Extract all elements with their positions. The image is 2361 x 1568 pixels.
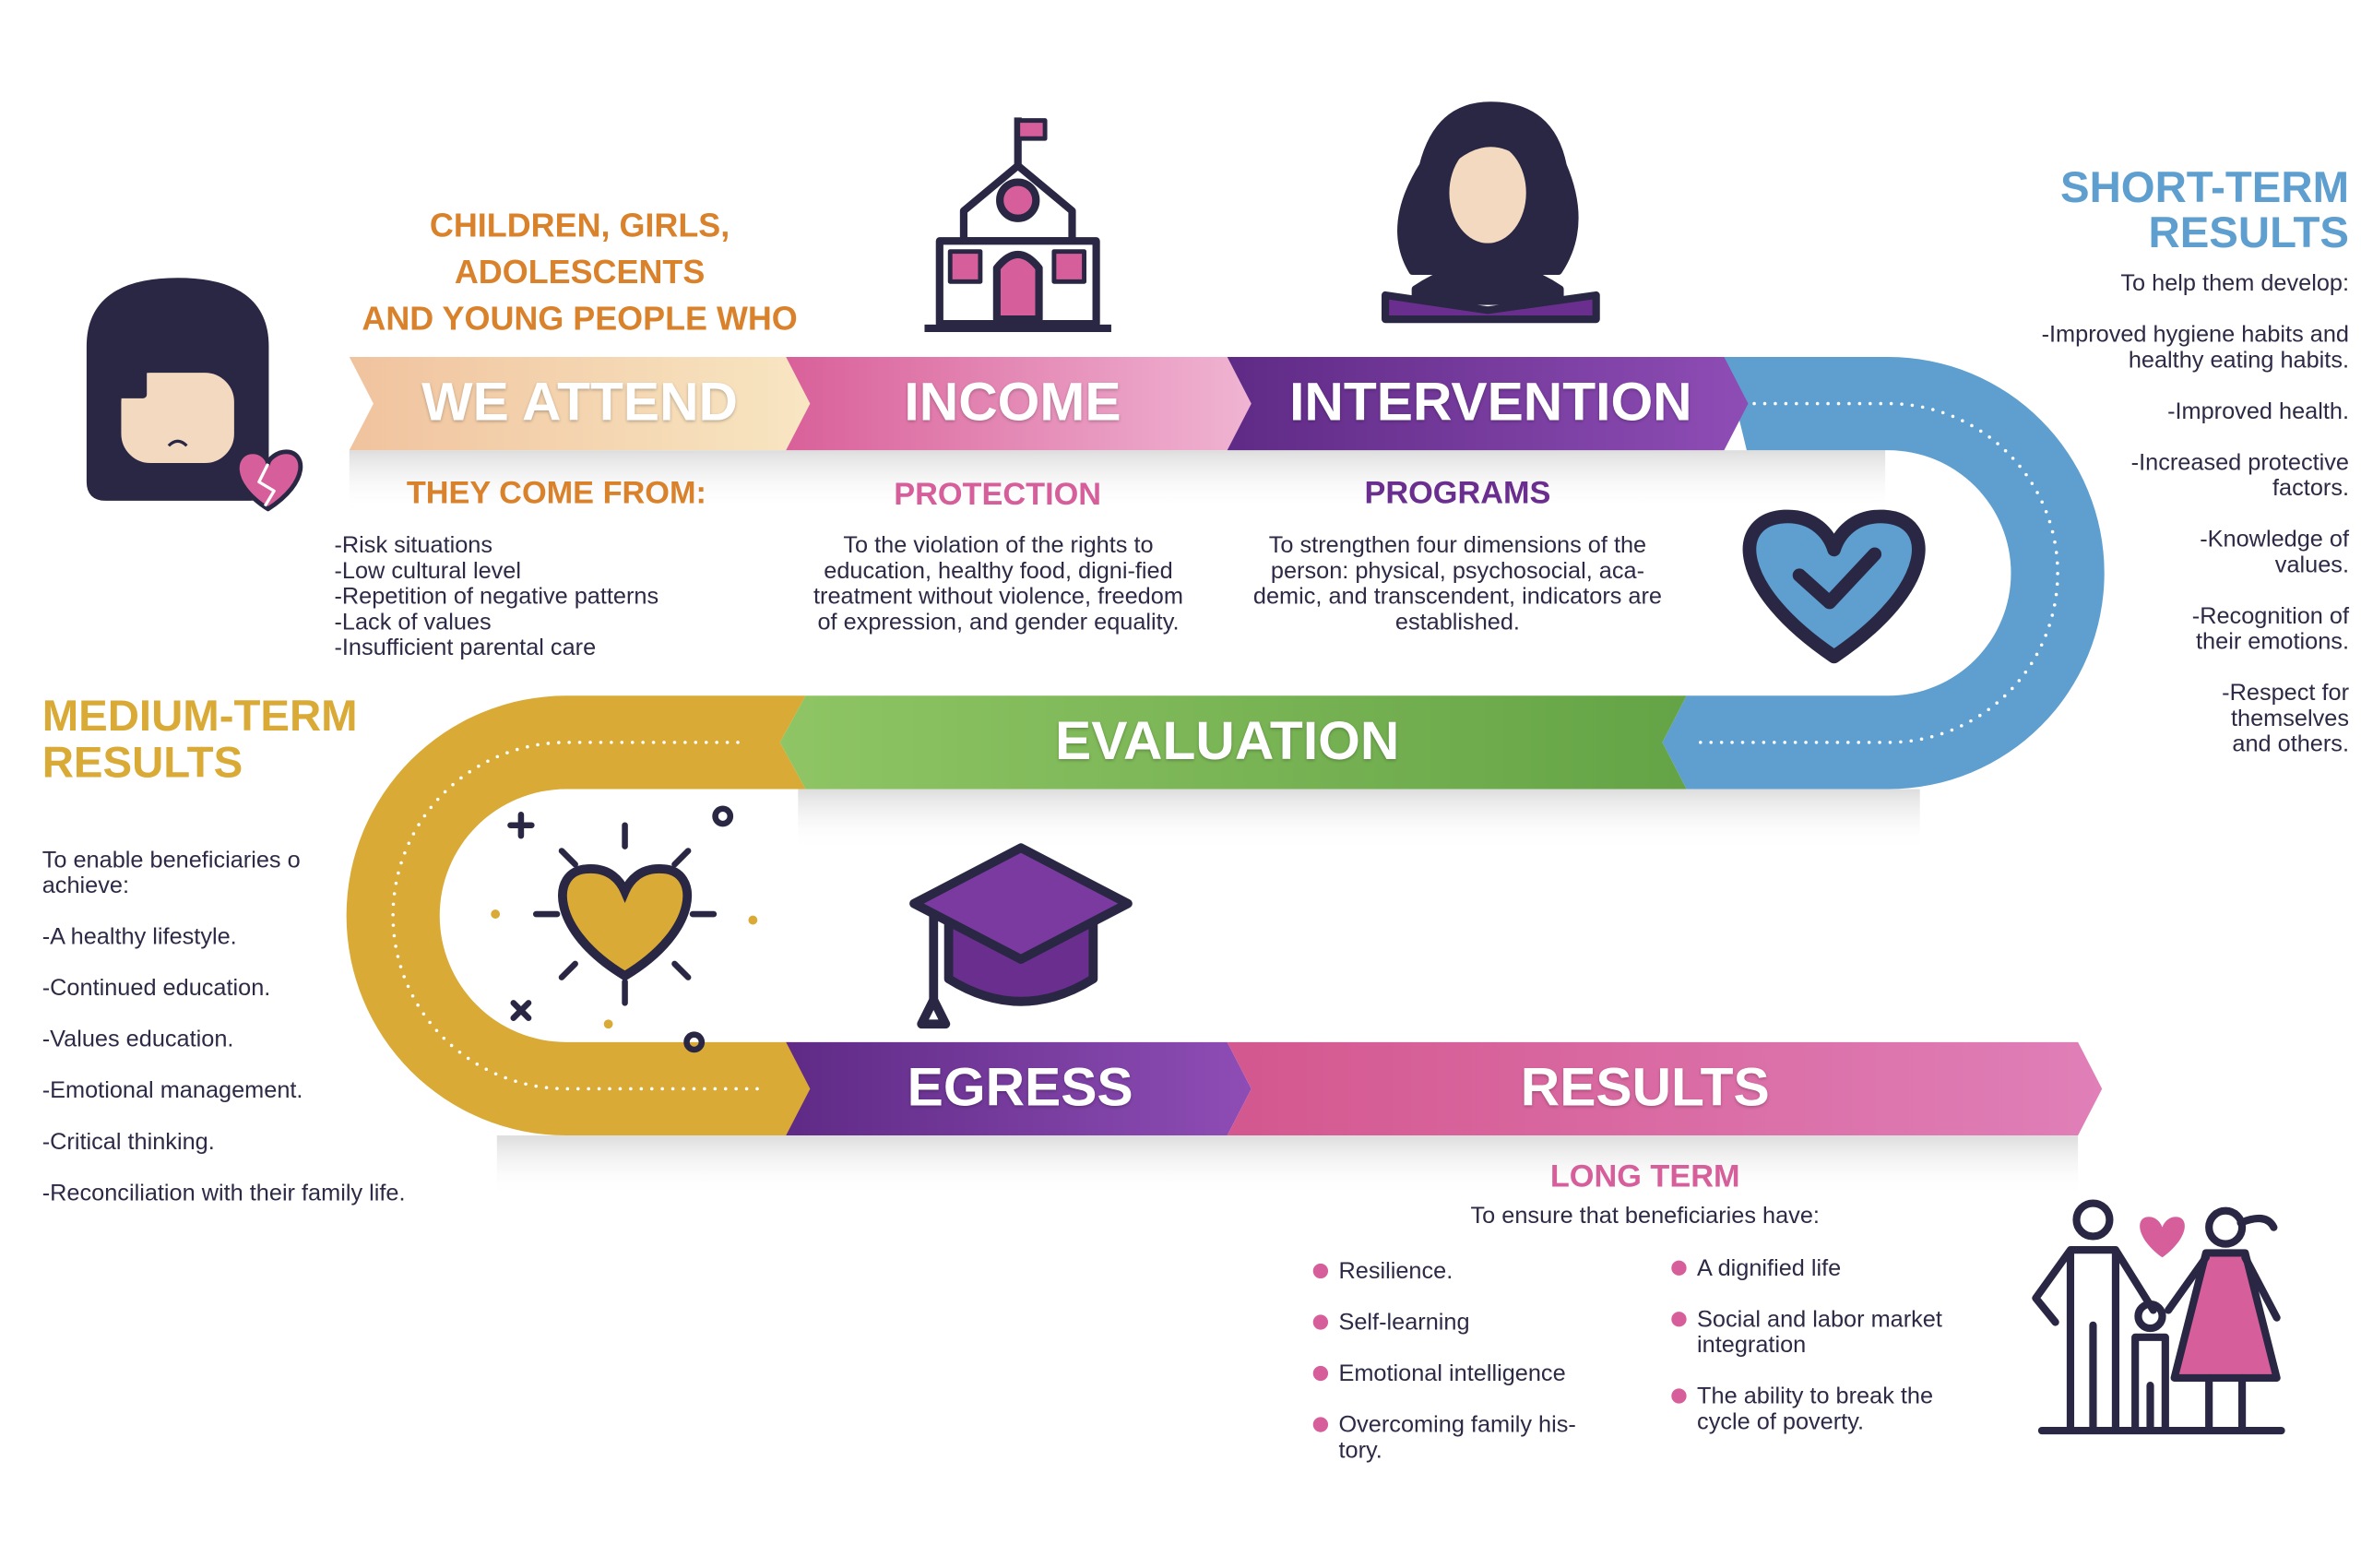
long-term-item: Resilience. [1312, 1259, 1610, 1285]
heart-sun-icon [491, 805, 758, 1053]
long-term-item: Overcoming family his-tory. [1312, 1412, 1610, 1464]
intro-line: CHILDREN, GIRLS, [429, 206, 730, 244]
intervention-arrow [1227, 356, 1749, 451]
list-item: -Recognition of their emotions. [2191, 603, 2350, 656]
they-come-from-list: -Risk situations -Low cultural level -Re… [334, 533, 658, 661]
short-term-curve [1662, 356, 2105, 790]
egress-label: EGRESS [907, 1055, 1133, 1118]
short-term-title: SHORT-TERM RESULTS [1958, 163, 2350, 258]
graduation-cap-icon [909, 843, 1133, 1029]
medium-term-list: To enable beneficiaries o achieve: -A he… [42, 848, 479, 1231]
medium-term-title: MEDIUM-TERM RESULTS [42, 693, 358, 788]
long-term-intro: To ensure that beneficiaries have: [1470, 1203, 1820, 1229]
long-term-item: A dignified life [1671, 1256, 1998, 1281]
long-term-item: Social and labor market integration [1671, 1307, 1998, 1359]
woman-reading-icon [1382, 101, 1600, 324]
list-item: -Critical thinking. [42, 1129, 215, 1156]
evaluation-label: EVALUATION [1054, 709, 1400, 771]
list-item: -Knowledge of values. [2200, 527, 2350, 578]
list-item: -Low cultural level [334, 558, 522, 585]
intro-line: AND YOUNG PEOPLE WHO [362, 299, 798, 338]
list-item: -Increased protective factors. [2130, 450, 2350, 502]
title-line: SHORT-TERM [2059, 163, 2350, 213]
programs-title: PROGRAMS [1364, 475, 1551, 511]
family-icon [2032, 1199, 2285, 1435]
list-item: -A healthy lifestyle. [42, 924, 237, 951]
list-item: -Respect for themselves and others. [2222, 680, 2350, 758]
title-line: RESULTS [42, 739, 243, 788]
list-item: -Repetition of negative patterns [334, 584, 659, 611]
list-item: -Improved hygiene habits and healthy eat… [2041, 322, 2350, 374]
long-term-item: Emotional intelligence [1312, 1361, 1625, 1387]
list-item: -Continued education. [42, 975, 271, 1002]
egress-arrow [786, 1041, 1252, 1136]
we-attend-arrow [349, 356, 813, 451]
long-term-title: LONG TERM [1549, 1159, 1740, 1194]
long-term-item: The ability to break the cycle of povert… [1671, 1384, 1983, 1435]
protection-title: PROTECTION [894, 477, 1102, 513]
school-icon [924, 117, 1111, 333]
short-term-intro: To help them develop: [2120, 270, 2350, 297]
programs-text: To strengthen four dimensions of the per… [1252, 532, 1663, 636]
list-item: -Emotional management. [42, 1078, 303, 1104]
list-item: -Reconciliation with their family life. [42, 1181, 406, 1206]
they-come-from-title: THEY COME FROM: [406, 475, 706, 511]
list-item: -Improved health. [2167, 398, 2350, 425]
heart-check-icon [1742, 509, 1926, 664]
medium-term-intro: To enable beneficiaries o achieve: [42, 848, 301, 899]
short-term-list: To help them develop: -Improved hygiene … [1973, 271, 2349, 783]
list-item: -Insufficient parental care [334, 635, 597, 661]
sad-girl-icon [86, 278, 303, 512]
results-arrow [1227, 1041, 2103, 1136]
intro-heading: CHILDREN, GIRLS, ADOLESCENTS AND YOUNG P… [302, 202, 859, 342]
income-arrow [786, 356, 1252, 451]
evaluation-arrow [779, 695, 1687, 790]
income-label: INCOME [904, 370, 1121, 433]
title-line: MEDIUM-TERM [42, 693, 358, 742]
list-item: -Risk situations [334, 532, 493, 559]
list-item: -Lack of values [334, 610, 492, 636]
long-term-item: Self-learning [1312, 1310, 1610, 1336]
medium-term-curve [346, 695, 813, 1136]
protection-text: To the violation of the rights to educat… [813, 532, 1183, 636]
title-line: RESULTS [2148, 208, 2350, 258]
list-item: -Values education. [42, 1027, 234, 1053]
intervention-label: INTERVENTION [1289, 370, 1692, 433]
we-attend-label: WE ATTEND [421, 370, 738, 433]
intro-line: ADOLESCENTS [454, 253, 706, 291]
results-label: RESULTS [1520, 1055, 1770, 1118]
